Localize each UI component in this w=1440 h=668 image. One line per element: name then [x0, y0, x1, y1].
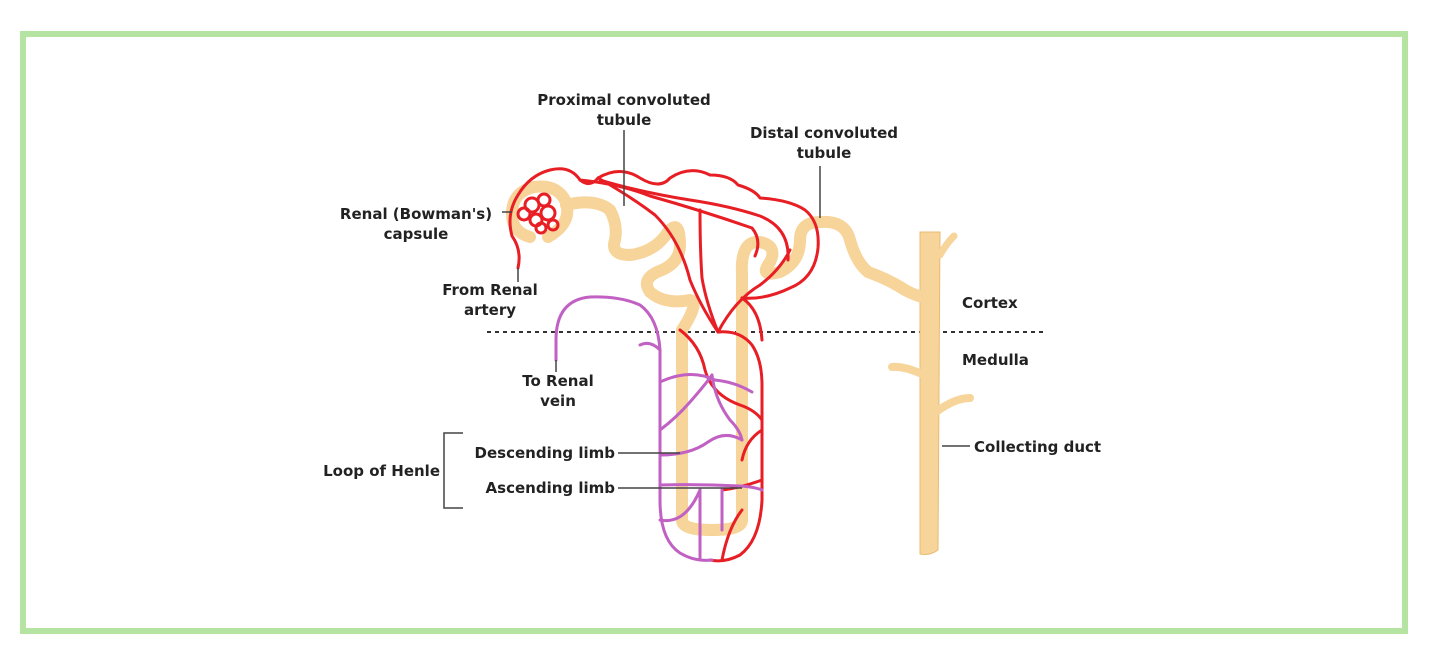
label-cortex: Cortex: [962, 294, 1018, 312]
to-renal-vein: [554, 295, 714, 562]
proximal-convoluted-tubule: [560, 196, 700, 336]
label-medulla: Medulla: [962, 351, 1029, 369]
label-bowmans-capsule: Renal (Bowman's) capsule: [339, 205, 493, 243]
vasa-recta-red: [708, 330, 764, 563]
glomerulus: [516, 192, 560, 235]
label-collecting-duct: Collecting duct: [974, 438, 1102, 456]
collecting-duct: [888, 231, 974, 555]
label-loop-of-henle: Loop of Henle: [323, 462, 440, 480]
leader-lines: [443, 130, 970, 509]
label-descending-limb: Descending limb: [474, 444, 615, 462]
label-proximal-tubule: Proximal convoluted tubule: [537, 91, 711, 129]
afferent-arteriole: [508, 167, 820, 300]
distal-convoluted-tubule: [735, 215, 936, 304]
venous-network: [554, 295, 764, 562]
bowmans-capsule: [506, 180, 574, 243]
label-ascending-limb: Ascending limb: [485, 479, 615, 497]
arterial-network: [508, 167, 820, 563]
label-renal-vein: To Renal vein: [522, 372, 594, 410]
label-renal-artery: From Renal artery: [442, 281, 538, 319]
label-distal-tubule: Distal convoluted tubule: [749, 124, 899, 162]
